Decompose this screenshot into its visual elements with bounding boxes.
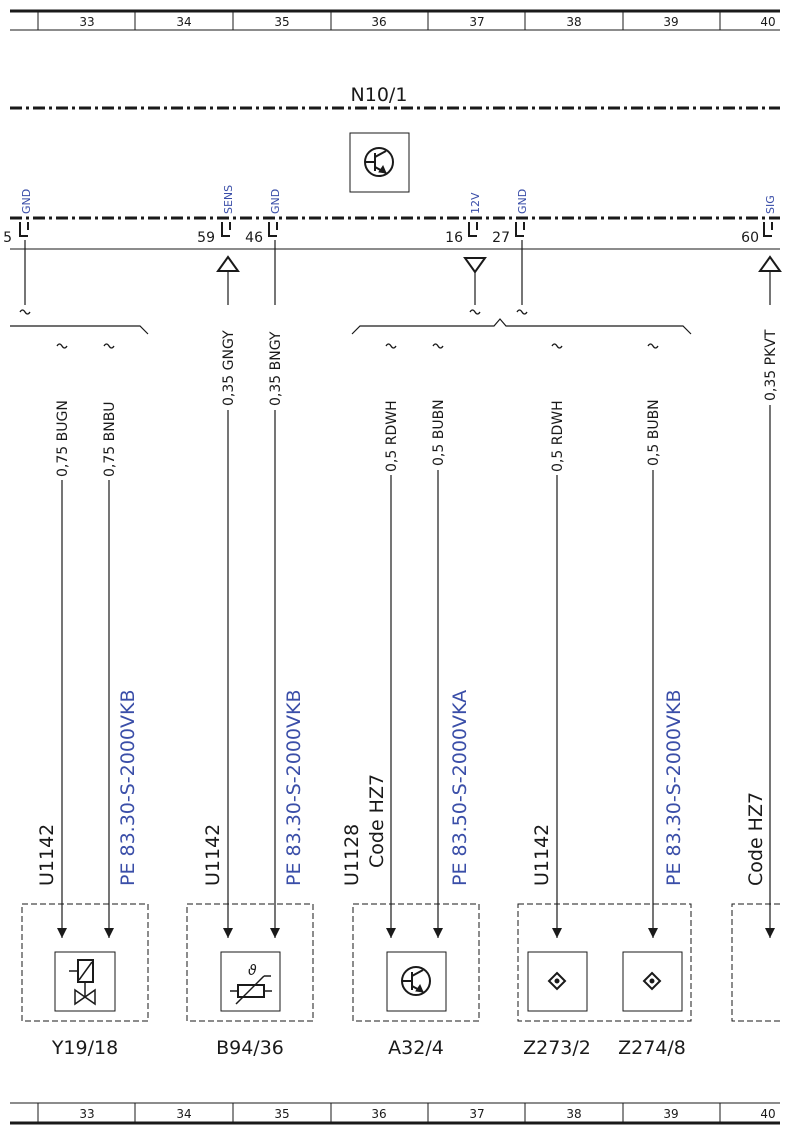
note-pe-ref-2: PE 83.30-S-2000VKB — [283, 689, 305, 886]
top-grid-col-35: 35 — [274, 15, 289, 29]
splice-connector-icon-1 — [527, 951, 588, 1012]
pin-signal-gnd-1: GND — [20, 189, 33, 214]
signal-direction-markers — [216, 255, 782, 274]
pin-signal-gnd-3: GND — [516, 189, 529, 214]
wire-label-5: 0,5 BUBN — [431, 399, 447, 466]
component-label-y19-18: Y19/18 — [51, 1037, 118, 1059]
wire-label-1: 0,75 BNBU — [102, 401, 118, 477]
pin-number-59: 59 — [197, 230, 215, 246]
bottom-grid-col-34: 34 — [176, 1107, 191, 1121]
component-dashed-boxes — [21, 903, 780, 1022]
note-u1142-2: U1142 — [202, 824, 224, 886]
pin-connectors — [19, 222, 773, 237]
pin-number-46: 46 — [245, 230, 263, 246]
pin-number-27: 27 — [492, 230, 510, 246]
pin-signal-sens: SENS — [222, 185, 235, 214]
note-code-hz7-2: Code HZ7 — [745, 792, 767, 886]
top-grid-col-40: 40 — [760, 15, 775, 29]
top-grid-col-39: 39 — [663, 15, 678, 29]
pin-number-16: 16 — [445, 230, 463, 246]
bottom-grid-col-38: 38 — [566, 1107, 581, 1121]
component-label-a32-4: A32/4 — [388, 1037, 444, 1059]
component-label-z273-2: Z273/2 — [523, 1037, 591, 1059]
note-pe-ref-4: PE 83.30-S-2000VKB — [663, 689, 685, 886]
module-title: N10/1 — [351, 84, 408, 106]
wire-label-7: 0,5 BUBN — [646, 399, 662, 466]
temperature-sensor-icon: ϑ — [220, 951, 281, 1012]
bottom-grid-col-36: 36 — [371, 1107, 386, 1121]
top-grid-col-37: 37 — [469, 15, 484, 29]
module-transistor-symbol — [349, 132, 410, 193]
solenoid-valve-icon — [54, 951, 116, 1012]
bottom-grid-col-40: 40 — [760, 1107, 775, 1121]
wire-label-2: 0,35 GNGY — [221, 330, 237, 406]
top-grid-col-38: 38 — [566, 15, 581, 29]
wire-label-3: 0,35 BNGY — [268, 331, 284, 406]
splice-connector-icon-2 — [622, 951, 683, 1012]
bottom-grid-col-37: 37 — [469, 1107, 484, 1121]
wire-label-4: 0,5 RDWH — [384, 400, 400, 472]
top-grid-col-34: 34 — [176, 15, 191, 29]
wire-label-0: 0,75 BUGN — [55, 400, 71, 477]
wire-label-6: 0,5 RDWH — [550, 400, 566, 472]
bottom-grid-bar — [10, 1102, 780, 1125]
amplifier-transistor-icon — [386, 951, 447, 1012]
pin-signal-sig: SIG — [764, 195, 777, 214]
pin-number-5: 5 — [3, 230, 12, 246]
top-grid-col-33: 33 — [79, 15, 94, 29]
top-grid-bar — [10, 9, 780, 31]
bottom-grid-col-33: 33 — [79, 1107, 94, 1121]
bottom-grid-col-35: 35 — [274, 1107, 289, 1121]
pin-signal-gnd-2: GND — [269, 189, 282, 214]
note-u1128: U1128 — [341, 824, 363, 886]
component-label-b94-36: B94/36 — [216, 1037, 284, 1059]
note-pe-ref-3: PE 83.50-S-2000VKA — [449, 690, 471, 886]
wire-lines — [10, 240, 771, 335]
note-code-hz7-1: Code HZ7 — [366, 774, 388, 868]
bottom-grid-col-39: 39 — [663, 1107, 678, 1121]
top-grid-col-36: 36 — [371, 15, 386, 29]
note-u1142-1: U1142 — [36, 824, 58, 886]
note-u1142-3: U1142 — [531, 824, 553, 886]
wire-break-marks — [19, 309, 659, 349]
component-label-z274-8: Z274/8 — [618, 1037, 686, 1059]
pin-number-60: 60 — [741, 230, 759, 246]
component-feed-wires — [57, 405, 775, 938]
svg-text:ϑ: ϑ — [248, 963, 257, 979]
pin-signal-12v: 12V — [469, 192, 482, 214]
note-pe-ref-1: PE 83.30-S-2000VKB — [117, 689, 139, 886]
wire-label-8: 0,35 PKVT — [763, 329, 779, 401]
